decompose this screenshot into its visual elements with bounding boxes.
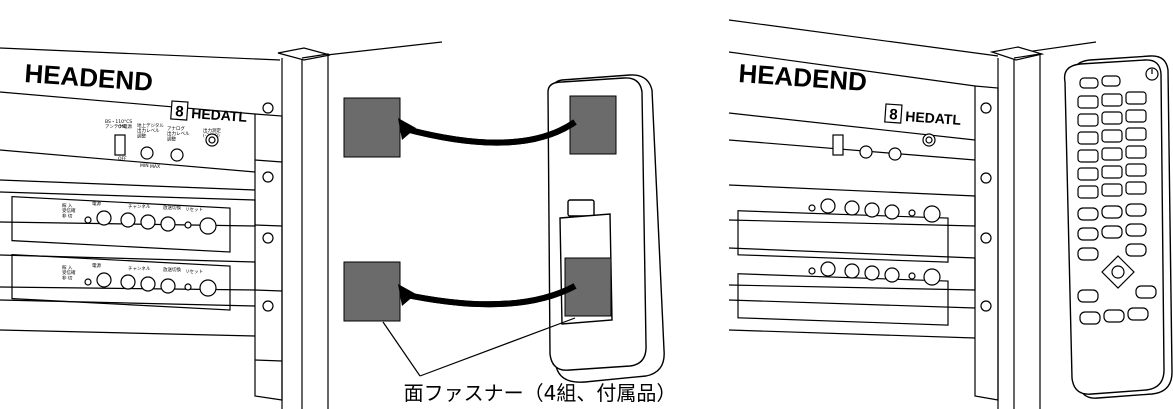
- fastener-pad-upper-loose: [343, 97, 401, 158]
- tuner2-reset-label: リセット: [185, 269, 203, 275]
- tuner1-input-label: 稼 入受信確非 切: [62, 202, 76, 219]
- model-name-right: HEDATL: [905, 108, 962, 128]
- tuner1-output-label: 放送切換: [163, 204, 181, 211]
- switch-off-label: OFF: [118, 156, 127, 162]
- remote-buttons: [1077, 75, 1157, 325]
- tuner2-power-label: 電源: [92, 262, 101, 269]
- left-controls: [114, 133, 219, 162]
- right-headend-unit: [728, 19, 1097, 409]
- tuner1-buttons: [84, 210, 217, 235]
- fastener-pad-lower-loose: [343, 261, 401, 322]
- battery-cover-latch: [567, 199, 595, 217]
- tuner2-channel-label: チャンネル: [128, 266, 151, 272]
- analog-level-knob: [170, 148, 184, 162]
- tuner1-reset-label: リセット: [185, 207, 203, 213]
- digital-level-knob: [140, 146, 154, 160]
- tuner1-channel-label: チャンネル: [128, 204, 151, 210]
- tuner2-buttons: [84, 272, 217, 297]
- analog-level-label: アナログ出力レベル調整: [167, 125, 190, 142]
- knob-max-label: MAX: [150, 164, 160, 170]
- caption-leader-lines: [382, 317, 576, 377]
- model-number-box-right: [884, 103, 903, 124]
- headend-brand-left: HEADEND: [24, 58, 154, 97]
- antenna-switch: [114, 134, 126, 156]
- headend-brand-right: HEADEND: [738, 58, 868, 97]
- switch-on-label: ON: [118, 124, 125, 130]
- fastener-pads: [343, 95, 617, 322]
- model-number-left: 8: [175, 103, 185, 121]
- right-controls: [808, 133, 941, 286]
- tuner2-output-label: 放送切換: [163, 266, 181, 273]
- tuner2-input-label: 稼 入受信確非 切: [62, 264, 76, 281]
- model-name-left: HEDATL: [191, 105, 248, 125]
- caption-fastener: 面ファスナー（4組、付属品）: [403, 381, 677, 405]
- model-number-right: 8: [889, 106, 899, 124]
- knob-min-label: MIN: [140, 163, 149, 169]
- fastener-pad-upper-remote: [569, 95, 617, 155]
- left-headend-unit: [0, 41, 443, 409]
- model-number-box-left: [170, 100, 189, 121]
- digital-level-label: 地上デジタル出力レベル調整: [137, 122, 164, 139]
- tuner1-power-label: 電源: [92, 200, 101, 207]
